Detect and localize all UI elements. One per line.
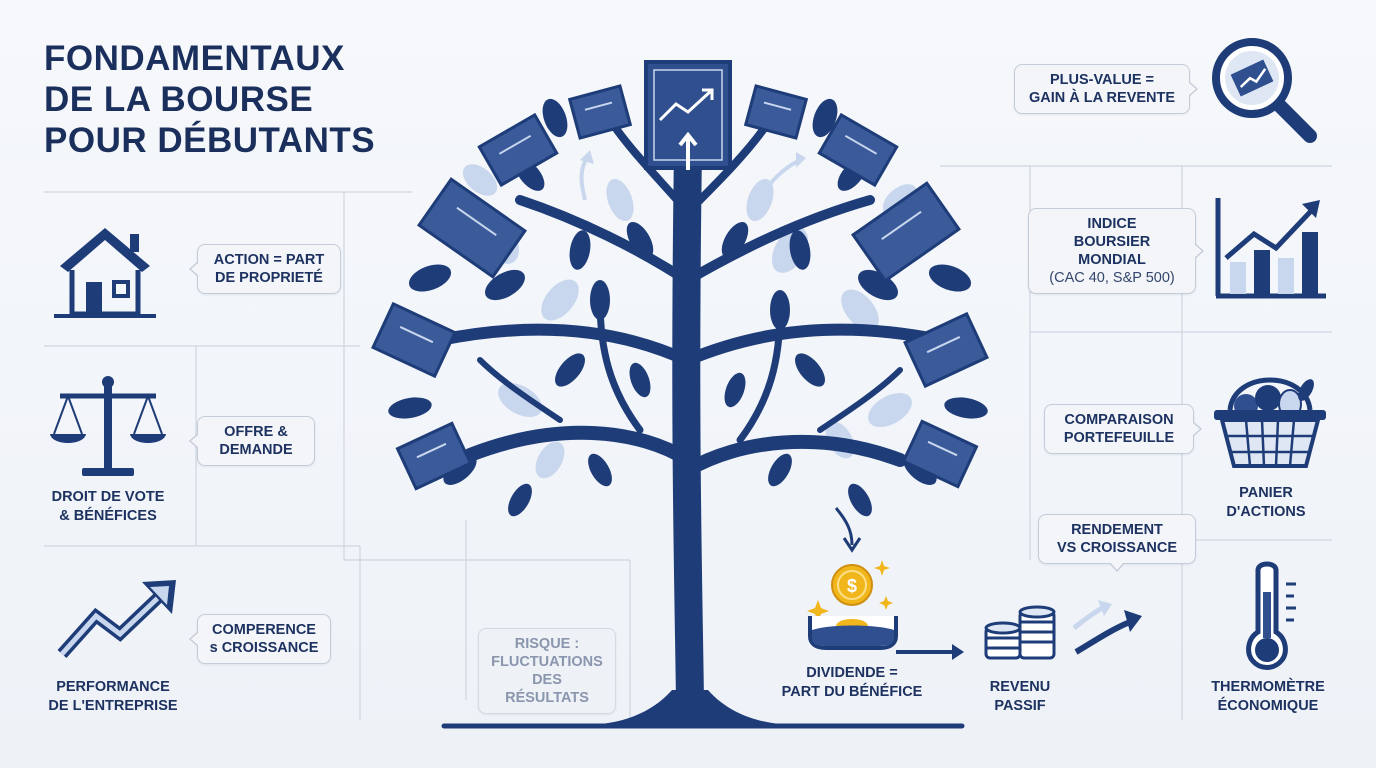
performance-l2: DE L'ENTREPRISE (48, 698, 178, 714)
growth-arrow-icon (57, 580, 176, 659)
rendement-l1: RENDEMENT (1071, 522, 1163, 538)
balance-scale-icon (50, 376, 166, 476)
plus-value-l2: GAIN À LA REVENTE (1028, 90, 1176, 106)
dividend-label: DIVIDENDE = PART DU BÉNÉFICE (772, 664, 932, 702)
revenu-l2: PASSIF (994, 698, 1046, 714)
thermo-l1: THERMOMÈTRE (1211, 679, 1325, 695)
comperence-callout: COMPERENCE s CROISSANCE (189, 614, 331, 664)
performance-label: PERFORMANCE DE L'ENTREPRISE (36, 678, 190, 716)
index-l2: BOURSIER (1073, 234, 1151, 250)
coin-stack-icon (984, 600, 1142, 660)
performance-l1: PERFORMANCE (56, 679, 170, 695)
thermo-l2: ÉCONOMIQUE (1217, 698, 1319, 714)
comperence-callout-l2: s CROISSANCE (209, 640, 319, 656)
index-callout: INDICE BOURSIER MONDIAL (CAC 40, S&P 500… (1028, 208, 1204, 294)
droit-de-vote-l2: & BÉNÉFICES (59, 508, 157, 524)
revenu-l1: REVENU (989, 679, 1051, 695)
index-l4: (CAC 40, S&P 500) (1049, 270, 1175, 286)
action-callout-l1: ACTION = PART (213, 252, 325, 268)
droit-de-vote-l1: DROIT DE VOTE (51, 489, 165, 505)
rendement-l2: VS CROISSANCE (1056, 540, 1178, 556)
panier-label: PANIER D'ACTIONS (1208, 484, 1324, 522)
index-l1: INDICE (1087, 216, 1137, 232)
coin-symbol: $ (847, 576, 857, 596)
index-l3: MONDIAL (1078, 252, 1146, 268)
magnifier-icon (1212, 38, 1317, 143)
dividend-l1: DIVIDENDE = (806, 665, 898, 681)
offre-callout-l1: OFFRE & (224, 424, 288, 440)
thermo-label: THERMOMÈTRE ÉCONOMIQUE (1198, 678, 1338, 716)
risk-l3: DES RÉSULTATS (505, 672, 589, 706)
risk-l2: FLUCTUATIONS (491, 654, 603, 670)
comperence-callout-l1: COMPERENCE (212, 622, 316, 638)
title-line-2: DE LA BOURSE (44, 80, 314, 119)
action-callout-l2: DE PROPRIETÉ (215, 270, 323, 286)
house-icon (54, 228, 156, 318)
comparaison-callout: COMPARAISON PORTEFEUILLE (1044, 404, 1202, 454)
thermometer-icon (1246, 561, 1296, 670)
revenu-label: REVENU PASSIF (960, 678, 1080, 716)
rendement-callout: RENDEMENT VS CROISSANCE (1038, 514, 1196, 572)
plus-value-callout: PLUS-VALUE = GAIN À LA REVENTE (1014, 64, 1198, 114)
panier-l1: PANIER (1239, 485, 1293, 501)
risk-callout: RISQUE : FLUCTUATIONS DES RÉSULTATS (478, 628, 616, 714)
droit-de-vote-label: DROIT DE VOTE & BÉNÉFICES (36, 488, 180, 526)
dividend-l2: PART DU BÉNÉFICE (781, 684, 923, 700)
title-line-3: POUR DÉBUTANTS (44, 121, 376, 160)
offre-callout-l2: DEMANDE (219, 442, 293, 458)
basket-icon (1214, 377, 1326, 468)
bar-chart-icon (1215, 198, 1326, 299)
plus-value-l1: PLUS-VALUE = (1049, 72, 1155, 88)
action-callout: ACTION = PART DE PROPRIETÉ (189, 244, 341, 294)
panier-l2: D'ACTIONS (1226, 504, 1306, 520)
comparaison-l1: COMPARAISON (1064, 412, 1174, 428)
comparaison-l2: PORTEFEUILLE (1063, 430, 1175, 446)
offre-callout: OFFRE & DEMANDE (189, 416, 315, 466)
page-title: FONDAMENTAUX DE LA BOURSE POUR DÉBUTANTS (44, 38, 375, 161)
risk-l1: RISQUE : (514, 636, 580, 652)
title-line-1: FONDAMENTAUX (44, 39, 345, 78)
